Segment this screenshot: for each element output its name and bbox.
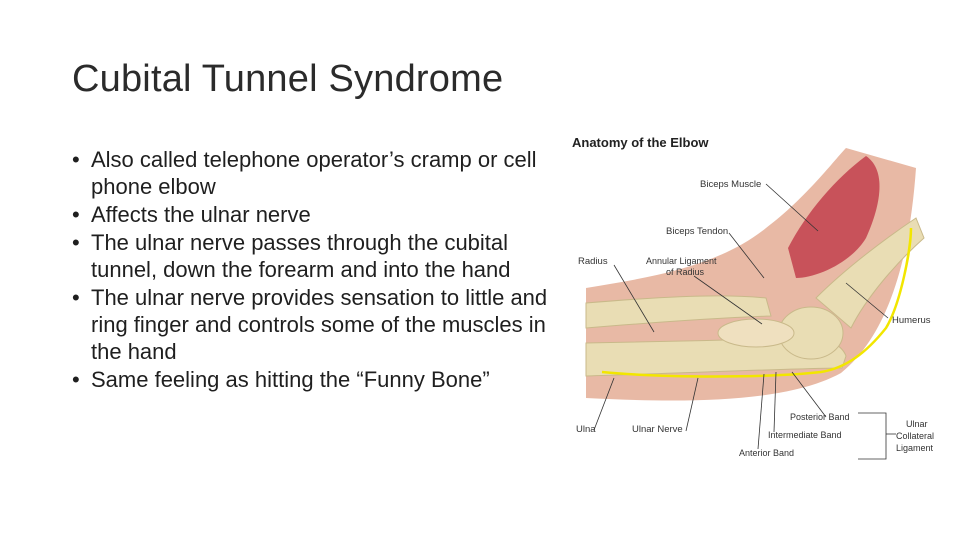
elbow-anatomy-illustration: Anatomy of the Elbow (572, 135, 934, 460)
bullet-item: • The ulnar nerve provides sensation to l… (72, 284, 562, 365)
bullet-item: • The ulnar nerve passes through the cubi… (72, 229, 562, 283)
label-ucl-2: Collateral (896, 431, 934, 441)
label-biceps-tendon: Biceps Tendon (666, 226, 728, 237)
figure-title: Anatomy of the Elbow (572, 135, 709, 150)
label-posterior-band: Posterior Band (790, 412, 850, 422)
label-radius: Radius (578, 256, 608, 267)
bullet-list: • Also called telephone operator’s cramp … (72, 146, 562, 394)
bullet-dot: • (72, 230, 80, 255)
label-annular-ligament: Annular Ligament (646, 256, 717, 266)
bullet-dot: • (72, 285, 80, 310)
ulna-bone (585, 337, 847, 377)
label-ucl-3: Ligament (896, 443, 934, 453)
annular-ligament (717, 318, 795, 348)
label-anterior-band: Anterior Band (739, 448, 794, 458)
bullet-text: Same feeling as hitting the “Funny Bone” (91, 367, 490, 392)
label-biceps-muscle: Biceps Muscle (700, 179, 761, 190)
label-ucl-1: Ulnar (906, 419, 928, 429)
slide-title: Cubital Tunnel Syndrome (72, 58, 504, 100)
biceps-muscle (788, 156, 880, 278)
radius-bone (585, 295, 772, 329)
bullet-text: Affects the ulnar nerve (91, 202, 311, 227)
ulnar-nerve (601, 227, 913, 378)
bullet-item: • Affects the ulnar nerve (72, 201, 562, 228)
bullet-item: • Also called telephone operator’s cramp … (72, 146, 562, 200)
label-ulnar-nerve: Ulnar Nerve (632, 424, 683, 435)
bullet-text: The ulnar nerve provides sensation to li… (91, 285, 548, 364)
pointer-lines (593, 183, 896, 460)
label-annular-ligament-2: of Radius (666, 267, 705, 277)
bullet-text: The ulnar nerve passes through the cubit… (91, 230, 511, 282)
bullet-dot: • (72, 202, 80, 227)
humerus-bone (815, 217, 925, 329)
label-humerus: Humerus (892, 315, 931, 326)
label-ulna: Ulna (576, 424, 596, 435)
label-intermediate-band: Intermediate Band (768, 430, 842, 440)
bullet-text: Also called telephone operator’s cramp o… (91, 147, 537, 199)
elbow-anatomy-figure: Anatomy of the Elbow (566, 128, 950, 468)
bullet-item: • Same feeling as hitting the “Funny Bone… (72, 366, 562, 393)
bullet-dot: • (72, 367, 80, 392)
bullet-dot: • (72, 147, 80, 172)
